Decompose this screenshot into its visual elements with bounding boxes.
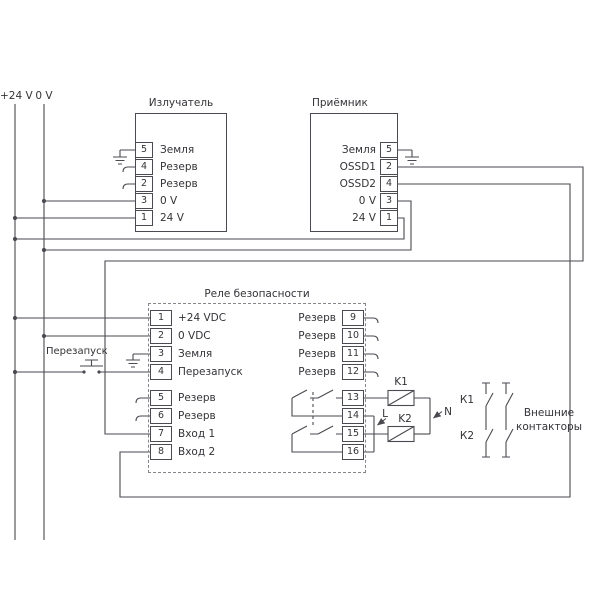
pin-box: 4 <box>380 176 398 192</box>
pin-box: 14 <box>342 408 364 424</box>
pin-box: 3 <box>135 193 153 209</box>
pin-box: 10 <box>342 328 364 344</box>
pin-label: Резерв <box>178 392 216 404</box>
external-k2-label: К2 <box>459 430 475 442</box>
pin-box: 15 <box>342 426 364 442</box>
pin-label: 0 VDC <box>178 330 211 342</box>
pin-box: 13 <box>342 390 364 406</box>
pin-box: 1 <box>135 210 153 226</box>
receiver-title: Приёмник <box>312 97 368 109</box>
pin-label: OSSD2 <box>339 178 376 190</box>
ossd2-wire <box>119 183 571 498</box>
k1-coil-label: K1 <box>394 376 408 388</box>
pin-label: Земля <box>178 348 213 360</box>
pin-box: 3 <box>150 346 172 362</box>
reserve-hook <box>135 415 150 422</box>
pin-label: 24 V <box>160 212 184 224</box>
pin-box: 9 <box>342 310 364 326</box>
pin-label: 24 V <box>352 212 376 224</box>
receiver-wires <box>15 149 584 498</box>
power-rail-24v-label: +24 V <box>0 90 33 102</box>
external-contactor-contacts <box>482 382 514 458</box>
ground-symbol <box>398 149 419 165</box>
pin-box: 5 <box>380 142 398 158</box>
restart-button-label: Перезапуск <box>46 346 108 357</box>
safety-relay-title: Реле безопасности <box>204 288 310 300</box>
pin-box: 7 <box>150 426 172 442</box>
reserve-hook <box>364 317 379 324</box>
ground-symbol <box>126 353 150 368</box>
line-l-label: L <box>382 408 388 420</box>
k2-coil-label: K2 <box>398 413 412 425</box>
pin-label: Резерв <box>298 312 336 324</box>
pin-label: Перезапуск <box>178 366 243 378</box>
external-k1-label: К1 <box>459 394 475 406</box>
pin-label: Земля <box>160 144 195 156</box>
reserve-hook <box>364 371 379 378</box>
pin-box: 4 <box>150 364 172 380</box>
pin-box: 12 <box>342 364 364 380</box>
pin-label: Вход 2 <box>178 446 216 458</box>
pin-label: Резерв <box>298 366 336 378</box>
safety-relay-block <box>148 303 366 473</box>
pin-box: 1 <box>150 310 172 326</box>
pin-box: 16 <box>342 444 364 460</box>
pin-box: 4 <box>135 159 153 175</box>
reserve-hook <box>364 353 379 360</box>
emitter-title: Излучатель <box>148 97 214 109</box>
line-l-arrow <box>377 418 387 426</box>
relay-output-contacts <box>291 389 342 453</box>
pin-box: 2 <box>380 159 398 175</box>
neutral-n-label: N <box>444 406 452 418</box>
pin-box: 5 <box>150 390 172 406</box>
pin-box: 8 <box>150 444 172 460</box>
reserve-hook <box>122 166 135 173</box>
relay-wires <box>15 317 379 422</box>
ossd1-wire <box>104 166 584 435</box>
pin-label: Резерв <box>160 161 198 173</box>
restart-button-symbol <box>80 359 103 374</box>
pin-label: Резерв <box>178 410 216 422</box>
pin-box: 1 <box>380 210 398 226</box>
pin-box: 2 <box>135 176 153 192</box>
pin-box: 2 <box>150 328 172 344</box>
pin-label: OSSD1 <box>339 161 376 173</box>
pin-box: 6 <box>150 408 172 424</box>
pin-label: Земля <box>341 144 376 156</box>
ground-symbol <box>113 149 135 165</box>
external-contactors-caption: Внешние <box>523 407 575 419</box>
output-circuit-wires <box>364 389 443 453</box>
pin-box: 3 <box>380 193 398 209</box>
power-rail-0v-label: 0 V <box>35 90 53 102</box>
external-contactors-caption: контакторы <box>515 421 583 433</box>
pin-label: 0 V <box>358 195 376 207</box>
pin-label: +24 VDC <box>178 312 227 324</box>
emitter-wires <box>15 149 135 219</box>
junction-dots <box>12 198 47 375</box>
pin-label: Резерв <box>160 178 198 190</box>
pin-label: 0 V <box>160 195 178 207</box>
pin-label: Резерв <box>298 348 336 360</box>
pin-label: Вход 1 <box>178 428 216 440</box>
reserve-hook <box>135 397 150 404</box>
reserve-hook <box>122 183 135 190</box>
power-rails <box>14 104 45 540</box>
pin-box: 5 <box>135 142 153 158</box>
neutral-n-arrow <box>433 411 443 419</box>
pin-label: Резерв <box>298 330 336 342</box>
pin-box: 11 <box>342 346 364 362</box>
reserve-hook <box>364 335 379 342</box>
